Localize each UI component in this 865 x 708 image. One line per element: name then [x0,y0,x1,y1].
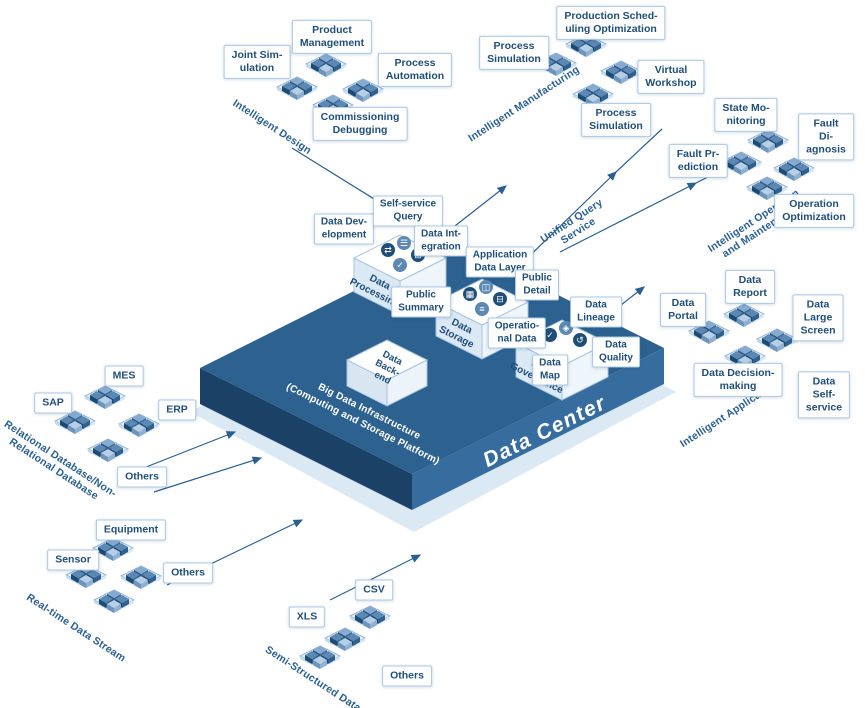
governance-chip-icon: ◈ [559,321,573,335]
storage-chip-icon: ⊟ [493,292,507,306]
node-joint-simulation: Joint Sim- ulation [223,44,291,80]
node-realtime-others: Others [163,562,213,584]
iso-stack-icon [745,169,789,205]
node-process-simulation-bottom: Process Simulation [581,102,651,138]
node-sap: SAP [34,392,72,414]
iso-stack-icon [275,69,319,105]
node-erp: ERP [158,399,196,421]
iso-stack-icon [92,582,136,618]
iso-stack-icon [53,403,97,439]
label-public-summary: Public Summary [391,286,451,318]
iso-stack-icon [83,378,127,414]
node-fault-prediction: Fault Pr- ediction [668,143,728,179]
node-csv: CSV [355,579,393,601]
iso-stack-icon [298,638,342,674]
node-process-simulation-top: Process Simulation [479,35,549,71]
iso-stack-icon [599,53,643,89]
iso-stack-icon [687,313,731,349]
iso-stack-icon [772,150,816,186]
arrow-db-sources-1 [140,431,237,470]
arrow-db-sources-2 [153,456,263,493]
label-operational-data: Operatio- nal Data [487,317,547,349]
processing-chip-icon: ⇄ [381,243,395,257]
processing-chip-icon: ☰ [397,236,411,250]
stack-data-backend [345,339,429,407]
node-xls: XLS [288,606,326,628]
node-mes: MES [104,365,144,387]
node-virtual-workshop: Virtual Workshop [637,59,705,95]
storage-chip-icon: ◫ [479,280,493,294]
node-data-decision-making: Data Decision- making [693,362,783,398]
iso-stack-icon [722,296,766,332]
processing-chip-icon: ✓ [393,258,407,272]
node-state-monitoring: State Mo- nitoring [714,97,778,133]
label-self-service-query: Self-service Query [372,195,444,227]
iso-stack-icon [571,76,615,112]
iso-stack-icon [348,598,392,634]
iso-stack-icon [746,122,790,158]
node-data-self-service: Data Self- service [797,371,851,419]
node-data-portal: Data Portal [660,292,706,328]
iso-stack-icon [304,46,348,82]
node-equipment: Equipment [95,519,167,541]
node-operation-optimization: Operation Optimization [774,193,854,229]
iso-stack-icon [341,71,385,107]
iso-stack-icon [723,338,767,374]
node-process-automation: Process Automation [377,52,453,88]
governance-chip-icon: ↺ [573,333,587,347]
node-sensor: Sensor [47,549,99,571]
iso-stack-icon [86,431,130,467]
node-fault-diagnosis: Fault Di- agnosis [798,113,854,161]
label-data-map: Data Map [532,354,568,386]
node-db-others: Others [117,466,167,488]
node-product-management: Product Management [291,19,373,55]
line-manufacturing-ext [615,128,663,173]
label-public-detail: Public Detail [514,269,560,301]
node-semi-others: Others [382,665,432,687]
label-data-lineage: Data Lineage [570,296,622,328]
iso-stack-icon [323,620,367,656]
arrow-to-om [559,182,698,253]
iso-stack-icon [755,321,799,357]
node-data-large-screen: Data Large Screen [792,294,844,342]
storage-chip-icon: ▦ [463,287,477,301]
storage-chip-icon: ≡ [475,302,489,316]
label-data-integration: Data Int- egration [414,225,468,257]
label-data-quality: Data Quality [592,336,640,368]
node-data-report: Data Report [725,269,775,305]
node-production-scheduling: Production Sched- uling Optimization [556,5,666,41]
node-commissioning-debugging: Commissioning Debugging [312,106,408,142]
governance-chip-icon: ✓ [543,328,557,342]
iso-stack-icon [119,558,163,594]
iso-stack-icon [117,406,161,442]
label-data-development: Data Dev- elopment [313,213,375,245]
platform-left-face [200,368,412,510]
arrow-semi-structured [329,554,422,601]
platform-right-face [412,348,664,510]
iso-stack-icon [719,144,763,180]
